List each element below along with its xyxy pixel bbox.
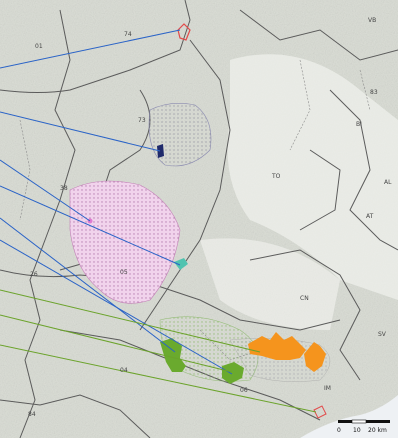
label-to: TO xyxy=(271,173,281,180)
label-sv: SV xyxy=(378,331,387,338)
label-06: 06 xyxy=(240,387,248,394)
boundary-sw xyxy=(0,394,151,438)
boundary-south xyxy=(0,269,341,331)
leader-lines xyxy=(0,29,317,413)
boundary-province xyxy=(299,149,341,231)
label-74: 74 xyxy=(124,31,132,38)
boundary-ne xyxy=(239,9,398,61)
leader-line-7 xyxy=(0,289,261,353)
scale-segment-2 xyxy=(351,419,367,424)
red-zone-north xyxy=(177,23,191,41)
sea-area xyxy=(300,395,398,438)
green-zone-west xyxy=(160,338,186,372)
leader-line-5 xyxy=(0,217,176,353)
label-01: 01 xyxy=(35,43,43,50)
leader-line-8 xyxy=(0,314,233,373)
leader-line-4 xyxy=(0,185,181,266)
boundary-west xyxy=(19,9,76,438)
orange-zone-east xyxy=(304,342,326,372)
boundary-italy-france xyxy=(139,39,231,331)
teal-zone xyxy=(174,258,188,270)
label-at: AT xyxy=(366,213,374,220)
label-84: 84 xyxy=(28,411,36,418)
label-cn: CN xyxy=(300,295,309,302)
navy-zone xyxy=(157,144,164,158)
label-38: 38 xyxy=(60,185,68,192)
protected-area-38 xyxy=(69,180,181,304)
scale-label-0: 0 xyxy=(337,427,341,434)
plain-area xyxy=(200,238,340,330)
leader-line-2 xyxy=(0,111,161,152)
scale-segment-3 xyxy=(366,420,390,423)
label-26: 26 xyxy=(30,271,38,278)
green-zone-east xyxy=(222,362,244,384)
label-83: 83 xyxy=(370,89,378,96)
leader-line-9 xyxy=(0,344,317,413)
label-vb: VB xyxy=(368,17,376,24)
orange-zone-main xyxy=(248,332,306,360)
boundary-north xyxy=(0,0,191,93)
scale-label-20: 20 km xyxy=(368,427,387,434)
red-zone-south xyxy=(313,405,327,419)
label-04: 04 xyxy=(120,367,128,374)
leader-line-3 xyxy=(0,159,91,222)
label-05: 05 xyxy=(120,269,128,276)
scale-segment-1 xyxy=(338,420,352,423)
scale-bar: 0 10 20 km xyxy=(337,419,390,434)
protected-area-73 xyxy=(148,103,212,167)
label-al: AL xyxy=(384,179,392,186)
boundary-east xyxy=(329,89,398,251)
leader-line-6 xyxy=(0,239,233,375)
boundary-cn xyxy=(249,249,361,381)
label-bi: BI xyxy=(356,121,362,128)
scale-label-10: 10 xyxy=(353,427,361,434)
leader-line-1 xyxy=(0,29,181,69)
label-73: 73 xyxy=(138,117,146,124)
label-im: IM xyxy=(324,385,331,392)
region-labels: 01 74 73 38 26 05 04 06 84 83 TO CN SV I… xyxy=(28,17,392,418)
